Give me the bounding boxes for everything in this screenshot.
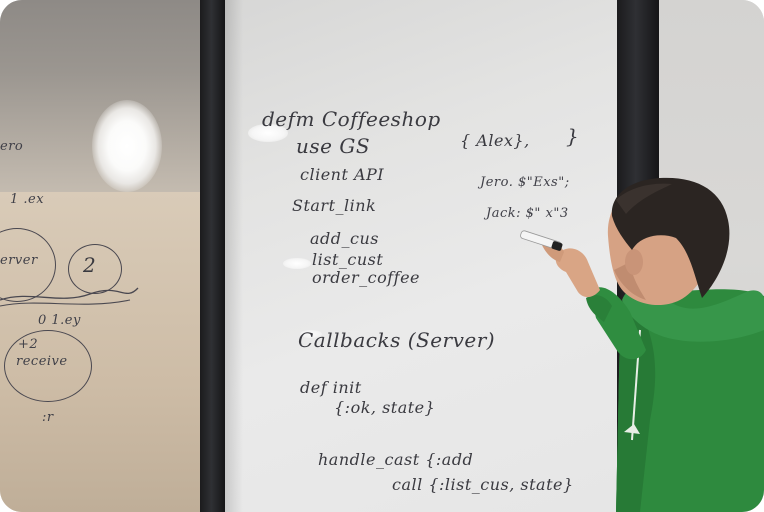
code-line-order-coffee: order_coffee bbox=[312, 268, 421, 287]
code-line-add-cus: add_cus bbox=[310, 229, 379, 248]
ceiling-light bbox=[92, 100, 162, 192]
code-line-call: call {:list_cus, state} bbox=[392, 475, 574, 494]
code-line-def-init: def init bbox=[300, 378, 362, 397]
door-frame-left bbox=[200, 0, 225, 512]
light-reflection bbox=[300, 330, 322, 338]
left-board-circle bbox=[68, 244, 122, 294]
code-line-start-link: Start_link bbox=[292, 196, 377, 215]
note-jero: Jero. $"Exs"; bbox=[480, 175, 570, 190]
left-board-circle bbox=[4, 330, 92, 402]
left-board-line: receive bbox=[16, 354, 68, 369]
code-line-ok-state: {:ok, state} bbox=[334, 398, 436, 417]
main-glass-whiteboard bbox=[225, 0, 617, 512]
light-reflection bbox=[248, 124, 288, 142]
code-line-handle-cast: handle_cast {:add bbox=[318, 450, 474, 469]
left-board-line: 2 bbox=[83, 253, 97, 277]
note-alex: { Alex}, bbox=[460, 131, 530, 150]
glass-shadow-edge bbox=[225, 0, 243, 512]
left-glass-pane: ero 1 .ex erver 2 0 1.ey +2 receive :r bbox=[0, 0, 201, 512]
right-background-wall bbox=[659, 0, 764, 512]
code-line-client-api: client API bbox=[300, 165, 385, 184]
note-jack: Jack: $" x"3 bbox=[486, 206, 569, 221]
code-line-module: defm Coffeeshop bbox=[262, 107, 441, 131]
left-board-line: +2 bbox=[18, 337, 39, 352]
door-frame-right bbox=[617, 0, 659, 512]
light-reflection bbox=[283, 258, 311, 269]
left-board-line: 1 .ex bbox=[10, 192, 45, 207]
left-board-line: ero bbox=[0, 139, 24, 154]
code-line-callbacks: Callbacks (Server) bbox=[298, 328, 496, 352]
left-board-line: :r bbox=[42, 410, 54, 425]
code-line-list-cust: list_cust bbox=[312, 250, 384, 269]
left-board-scribble bbox=[0, 287, 139, 307]
left-board-line: 0 1.ey bbox=[38, 313, 81, 328]
code-line-use: use GS bbox=[296, 134, 371, 158]
note-brace: } bbox=[566, 124, 580, 148]
